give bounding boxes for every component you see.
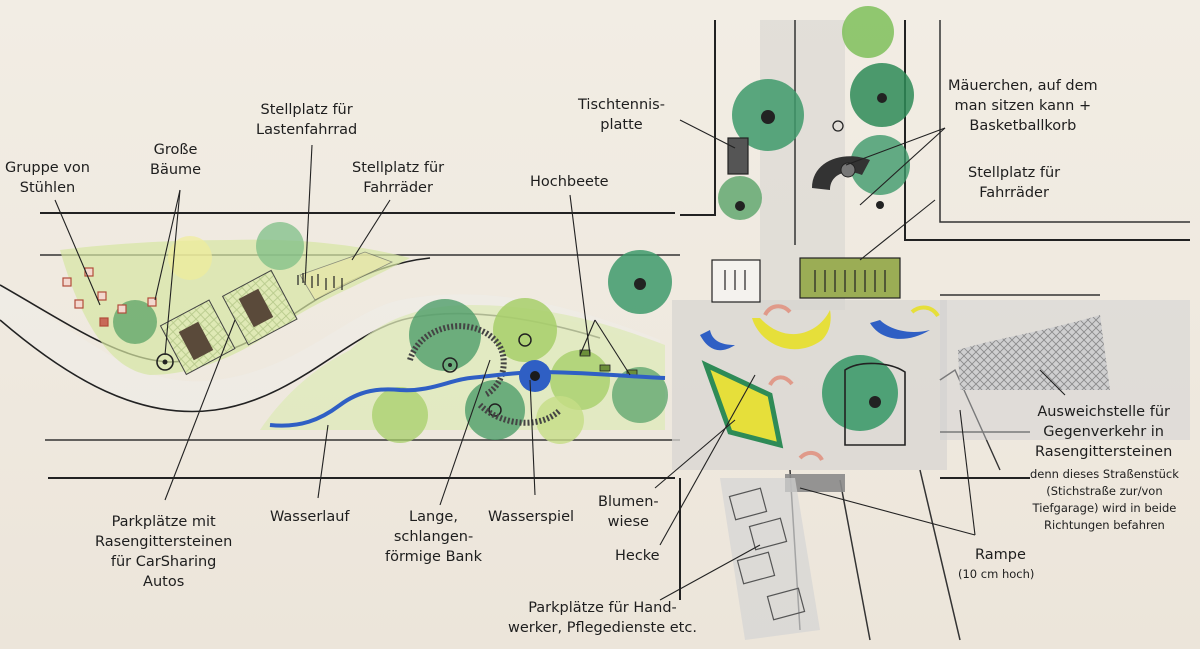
label-line: Parkplätze mit: [111, 514, 216, 530]
label-ramp: Rampe: [975, 545, 1026, 565]
label-water-feature: Wasserspiel: [488, 507, 574, 527]
label-line: Basketballkorb: [969, 118, 1077, 134]
label-line: Stellplatz für: [968, 165, 1061, 181]
label-line: für CarSharing: [110, 554, 217, 570]
label-hedge: Hecke: [615, 546, 660, 566]
left-green-area: [60, 222, 410, 376]
ping-pong-table: [727, 137, 749, 175]
label-line: Rasengittersteinen: [1035, 444, 1173, 460]
label-trade-parking: Parkplätze für Hand-werker, Pflegedienst…: [508, 598, 697, 638]
label-line: Wasserspiel: [488, 509, 575, 525]
label-line: Stellplatz für: [352, 160, 445, 176]
label-line: Tischtennis-: [578, 97, 665, 113]
label-line: Wasserlauf: [270, 509, 350, 525]
label-line: Stellplatz für: [260, 102, 353, 118]
label-line: man sitzen kann +: [954, 98, 1092, 114]
north-trees: [718, 6, 914, 220]
label-line: platte: [600, 117, 643, 133]
crossing-plaza: [700, 304, 940, 462]
chairs: [62, 267, 157, 327]
label-line: Hecke: [615, 548, 660, 564]
ramp: [785, 474, 845, 492]
label-line: Fahrräder: [979, 185, 1049, 201]
label-line: wiese: [607, 514, 649, 530]
label-wall: Mäuerchen, auf dem man sitzen kann + Baske…: [948, 76, 1098, 136]
label-line: (10 cm hoch): [958, 567, 1035, 581]
bike-parking-right: [799, 257, 901, 299]
label-line: Große: [153, 142, 198, 158]
label-line: Autos: [143, 574, 185, 590]
bike-parking-small: [711, 259, 761, 303]
label-line: Rampe: [975, 547, 1026, 563]
middle-park: [260, 298, 668, 444]
label-line: Lastenfahrrad: [256, 122, 358, 138]
label-line: Gruppe von: [5, 160, 90, 176]
label-ramp-note: (10 cm hoch): [958, 566, 1034, 583]
label-line: schlangen-: [393, 529, 474, 545]
label-line: Parkplätze für Hand-: [528, 600, 677, 616]
label-line: Hochbeete: [530, 174, 609, 190]
label-line: Lange,: [409, 509, 458, 525]
bypass-grass-grid: [958, 315, 1110, 390]
label-line: förmige Bank: [385, 549, 482, 565]
label-line: Blumen-: [598, 494, 659, 510]
label-flower-meadow: Blumen-wiese: [598, 492, 659, 532]
label-line: Fahrräder: [363, 180, 433, 196]
label-bench: Lange, schlangen-förmige Bank: [385, 507, 482, 567]
label-line: Stühlen: [19, 180, 76, 196]
label-line: Mäuerchen, auf dem: [948, 78, 1098, 94]
label-line: Tiefgarage) wird in beide: [1032, 501, 1177, 515]
leader-lines: [54, 119, 1066, 601]
label-line: (Stichstraße zur/von: [1046, 484, 1163, 498]
label-line: Gegenverkehr in: [1043, 424, 1164, 440]
label-line: Ausweichstelle für: [1037, 404, 1170, 420]
label-bypass-note: denn dieses Straßenstück (Stichstraße zur…: [1030, 466, 1179, 534]
label-line: werker, Pflegedienste etc.: [508, 620, 697, 636]
bike-stand-left: [297, 273, 343, 290]
bottom-parking: [720, 478, 820, 640]
label-raised-beds: Hochbeete: [530, 172, 609, 192]
label-line: Richtungen befahren: [1044, 518, 1165, 532]
label-line: Bäume: [150, 162, 202, 178]
label-ping-pong: Tischtennis-platte: [578, 95, 665, 135]
label-watercourse: Wasserlauf: [270, 507, 350, 527]
label-line: denn dieses Straßenstück: [1030, 467, 1179, 481]
label-line: Rasengittersteinen: [95, 534, 233, 550]
